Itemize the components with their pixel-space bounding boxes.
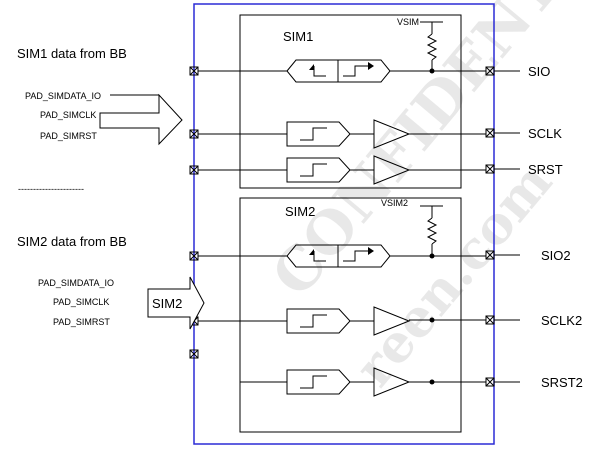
sim2-sio-node [429,253,435,259]
sim2-data-arrow [147,276,205,330]
pad-right-2 [485,128,495,138]
sim2-signal-clk: PAD_SIMCLK [53,297,109,307]
sim1-signal-clk: PAD_SIMCLK [40,110,96,120]
pad-right-3 [485,164,495,174]
sim1-sio-path [198,59,520,83]
output-sclk2: SCLK2 [541,313,582,328]
sim1-header: SIM1 data from BB [17,46,127,61]
sim2-srst-path [240,367,520,397]
sim1-srst-path [198,155,520,185]
output-sio: SIO [528,64,550,79]
pad-right-5 [485,315,495,325]
output-srst: SRST [528,162,563,177]
sim2-signal-data: PAD_SIMDATA_IO [38,278,114,288]
vsim-label: VSIM [397,17,419,27]
sim2-title: SIM2 [285,204,315,219]
sim2-sclk-path [198,306,520,336]
sim2-srst-node [429,379,435,385]
sim1-signal-data: PAD_SIMDATA_IO [25,91,101,101]
chip-boundary [193,3,495,445]
sim1-signal-rst: PAD_SIMRST [40,131,97,141]
pad-markers [189,66,495,387]
vsim2-label: VSIM2 [381,198,408,208]
sim2-signal-rst: PAD_SIMRST [53,317,110,327]
separator-line: ---------------------- [18,184,84,194]
output-srst2: SRST2 [541,375,583,390]
sim2-arrow-label: SIM2 [152,296,182,311]
sim1-block [239,14,462,189]
sim2-header: SIM2 data from BB [17,234,127,249]
sim1-title: SIM1 [283,29,313,44]
output-sclk: SCLK [528,126,562,141]
pad-left-6 [189,349,199,359]
vsim2-resistor [420,205,443,255]
sim1-sclk-path [198,119,520,149]
output-sio2: SIO2 [541,248,571,263]
sim1-sio-node [429,68,435,74]
sim1-data-arrow [99,93,183,146]
pad-right-6 [485,377,495,387]
sim2-block [239,197,462,433]
pad-left-1 [189,66,199,76]
sim2-sio-path [198,244,520,268]
sim2-sclk-node [429,317,435,323]
